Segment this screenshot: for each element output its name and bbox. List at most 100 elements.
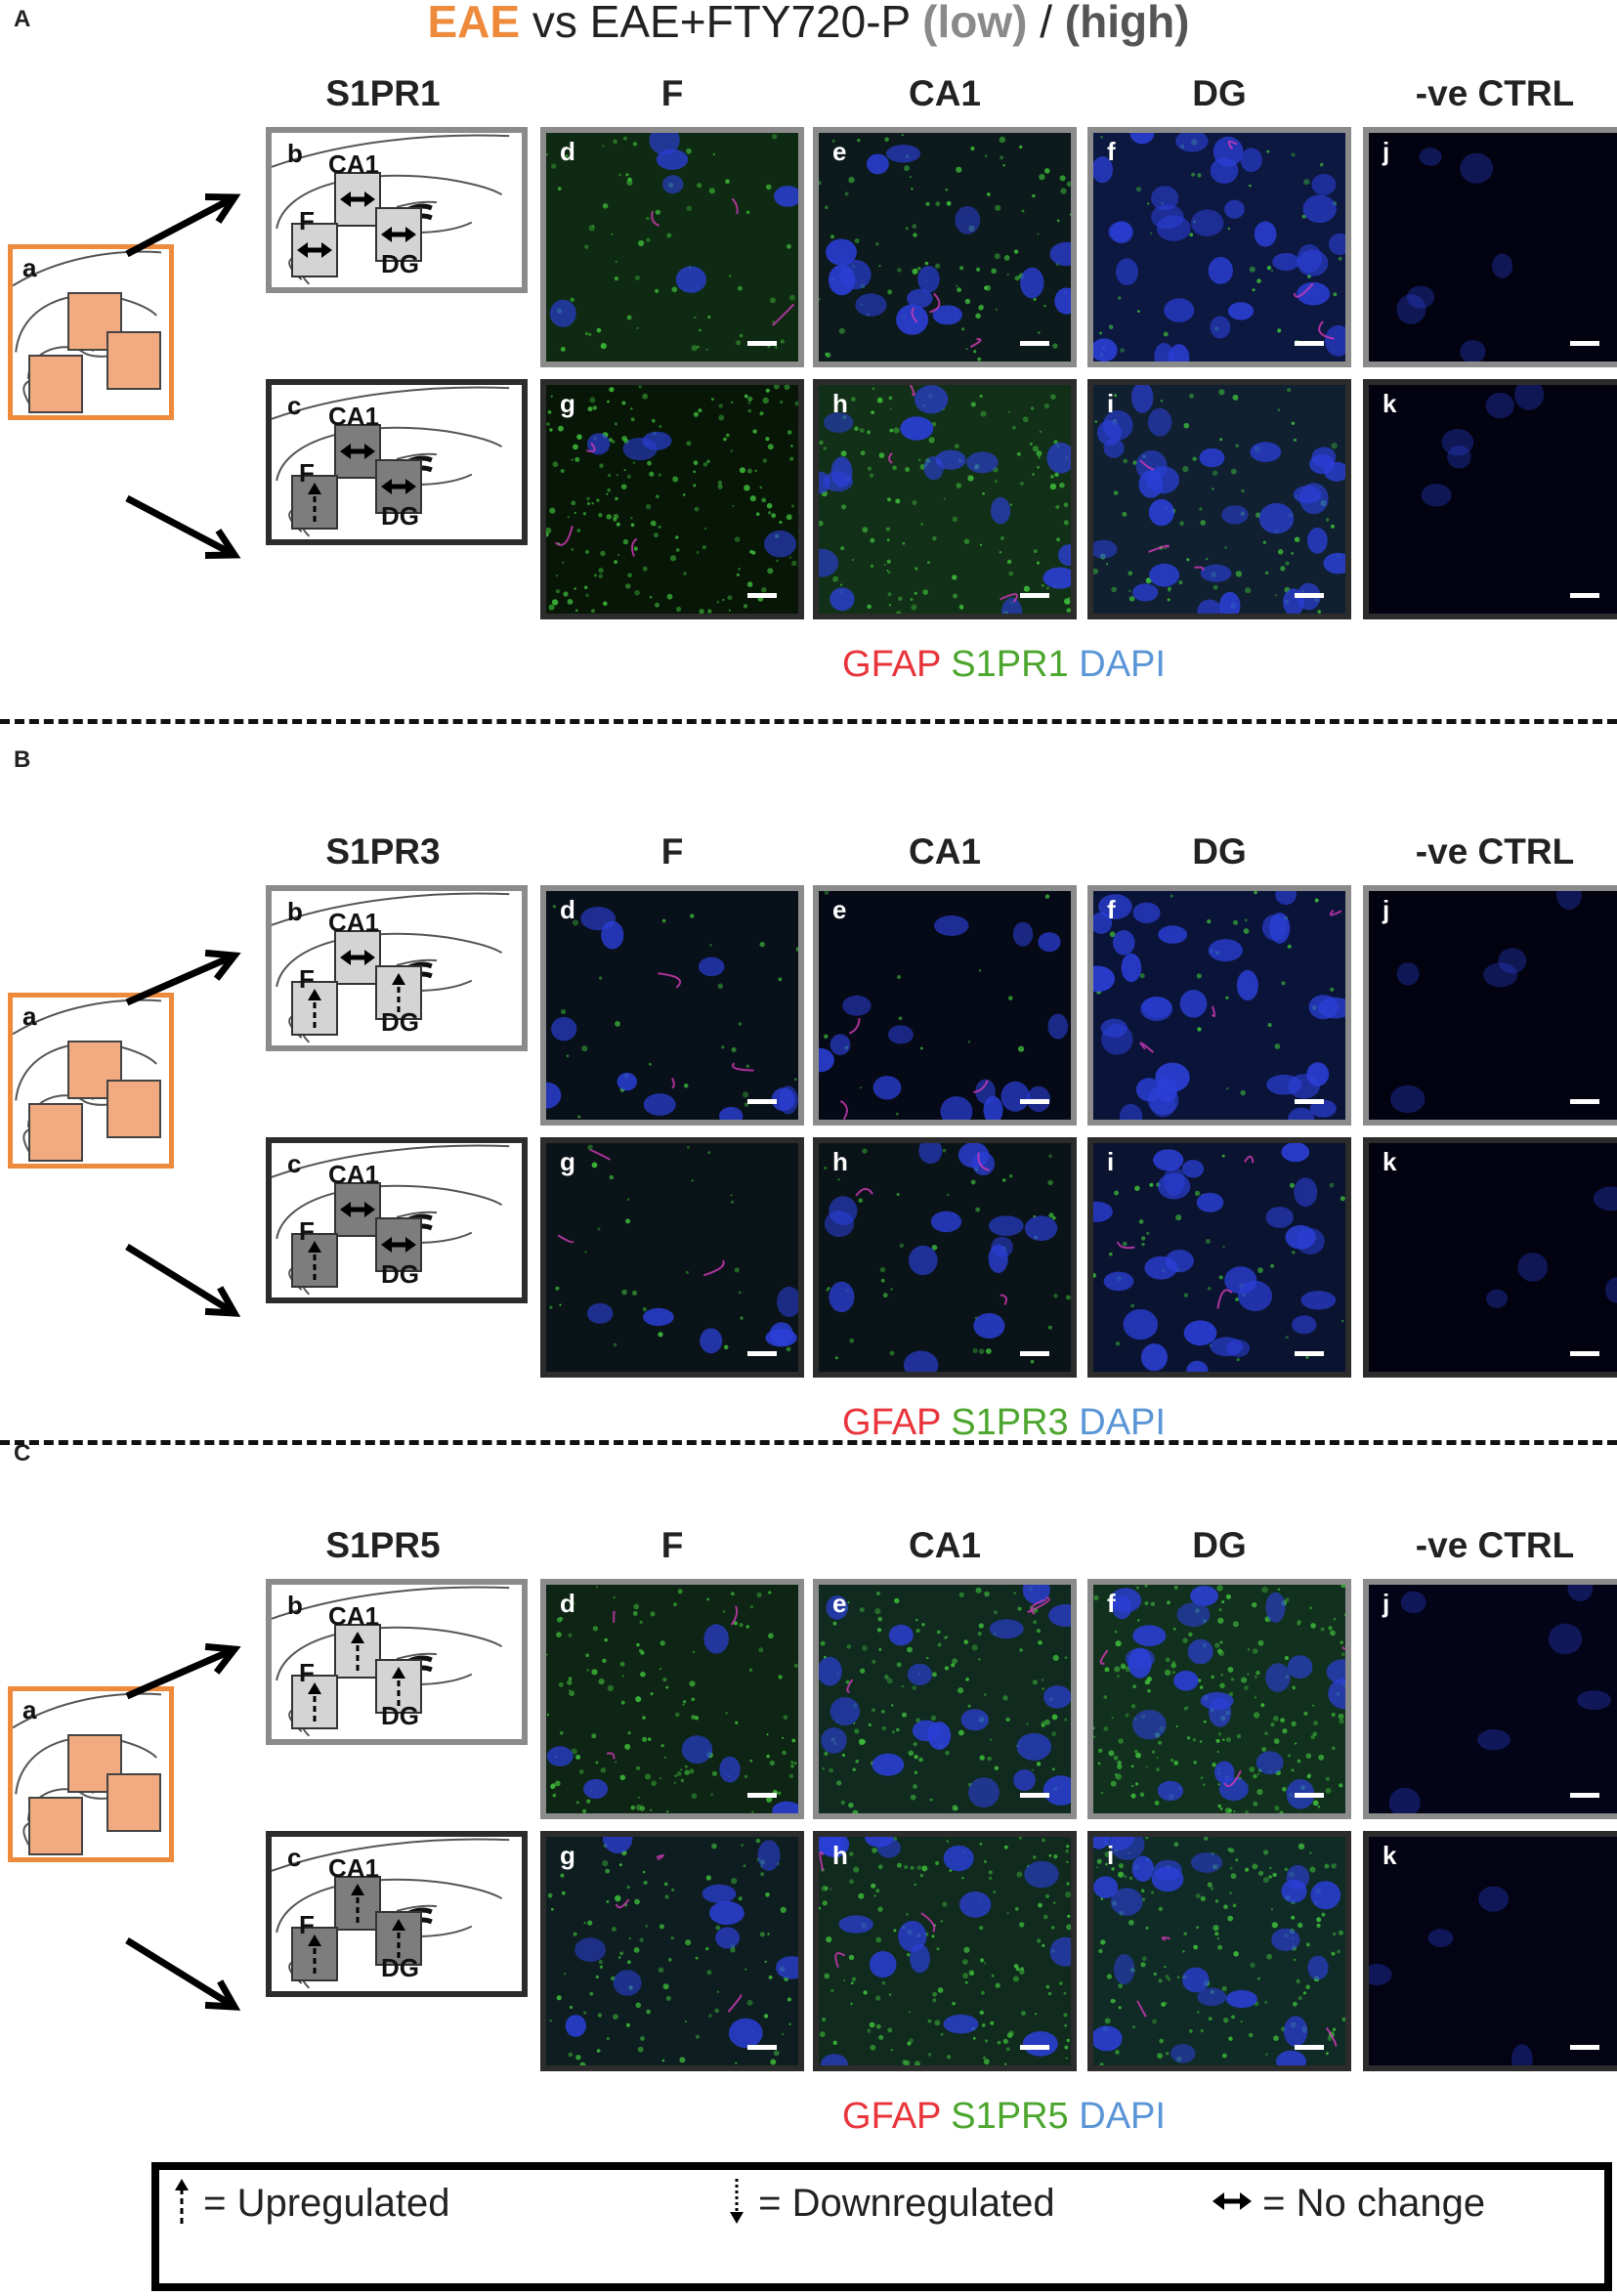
micrograph-g: g (540, 1137, 804, 1378)
receptor-heading: S1PR5 (325, 1525, 441, 1565)
scale-bar (1295, 2045, 1324, 2050)
region-box-ca1 (334, 930, 381, 985)
overview-hippocampus: a (8, 993, 174, 1169)
micrograph-k: k (1363, 1137, 1617, 1378)
title-low: (low) (922, 0, 1028, 47)
up-arrow-icon (175, 2179, 189, 2225)
region-box-dg (375, 1217, 422, 1272)
micrograph-texture (1396, 148, 1513, 361)
micrograph-f: f (1087, 885, 1351, 1126)
micrograph-texture (1390, 891, 1582, 1114)
region-label-dg: DG (381, 1701, 419, 1730)
subpanel-label: e (832, 895, 847, 924)
scale-bar (747, 341, 777, 346)
scale-bar (1295, 1793, 1324, 1798)
up-arrow-icon (392, 973, 405, 1012)
region-box-dg (375, 207, 422, 262)
scale-bar (1570, 593, 1599, 598)
micrograph-d: d (540, 1579, 804, 1819)
micrograph-f: f (1087, 1579, 1351, 1819)
overview-region-box-3 (28, 1103, 83, 1162)
overview-region-box-2 (106, 1773, 161, 1832)
legend-upregulated: = Upregulated (171, 2179, 450, 2230)
subpanel-label: j (1383, 895, 1390, 924)
region-label-f: F (299, 1216, 315, 1246)
region-box-dg (375, 459, 422, 514)
micrograph-g: g (540, 1831, 804, 2071)
subpanel-label: f (1107, 1589, 1116, 1618)
micrograph-d: d (540, 885, 804, 1126)
scale-bar (1020, 1099, 1049, 1104)
stain-receptor: S1PR5 (951, 2096, 1069, 2137)
stain-legend: GFAP S1PR1 DAPI (391, 643, 1617, 686)
micrograph-texture (1093, 133, 1345, 361)
stain-receptor: S1PR3 (951, 1402, 1069, 1443)
region-box-dg (375, 1911, 422, 1966)
micrograph-i: i (1087, 1137, 1351, 1378)
region-box-f (291, 1927, 338, 1981)
micrograph-texture (546, 1586, 798, 1813)
legend-box: = Upregulated = Downregulated = No chang… (151, 2162, 1612, 2291)
receptor-heading: S1PR1 (325, 73, 441, 113)
region-label-f: F (299, 206, 315, 235)
double-arrow-icon (1213, 2192, 1252, 2211)
micrograph-i: i (1087, 379, 1351, 619)
region-box-dg (375, 1659, 422, 1714)
micrograph-e: e (813, 885, 1077, 1126)
micrograph-j: j (1363, 1579, 1617, 1819)
region-box-f (291, 981, 338, 1036)
stain-dapi: DAPI (1079, 2096, 1166, 2137)
subpanel-label: h (832, 389, 848, 418)
scale-bar (1570, 341, 1599, 346)
scale-bar (1570, 1351, 1599, 1356)
column-heading-2: DG (1192, 1525, 1247, 1565)
overview-region-box-3 (28, 1797, 83, 1855)
subpanel-label: c (287, 1843, 302, 1872)
subpanel-label: j (1383, 1589, 1390, 1618)
subpanel-label: e (832, 1589, 847, 1618)
subpanel-label: i (1107, 1147, 1115, 1176)
micrograph-texture (549, 1144, 798, 1354)
stain-gfap: GFAP (842, 644, 941, 685)
subpanel-label: b (287, 1591, 303, 1620)
column-heading-1: CA1 (908, 1525, 982, 1565)
subpanel-label: c (287, 391, 302, 420)
column-heading-3: -ve CTRL (1415, 1525, 1575, 1565)
overview-region-box-2 (106, 1080, 161, 1138)
scale-bar (747, 1099, 777, 1104)
region-label-f: F (299, 964, 315, 994)
double-arrow-icon (340, 950, 375, 965)
subpanel-label: b (287, 139, 303, 168)
column-heading-3: -ve CTRL (1415, 831, 1575, 872)
micrograph-texture (1093, 1143, 1345, 1372)
title-high: (high) (1064, 0, 1190, 47)
subpanel-label: a (22, 253, 37, 282)
subpanel-label: e (832, 137, 847, 166)
micrograph-texture (819, 891, 1069, 1120)
scale-bar (1020, 593, 1049, 598)
micrograph-d: d (540, 127, 804, 367)
arrow-to-high-icon (125, 494, 241, 559)
panel-letter: A (14, 6, 31, 32)
arrow-to-low-icon (125, 193, 241, 258)
column-heading-0: F (660, 1525, 684, 1565)
micrograph-texture (546, 905, 798, 1120)
region-label-dg: DG (381, 249, 419, 278)
title-vs: vs EAE+FTY720-P (520, 0, 923, 47)
subpanel-label: g (560, 1841, 575, 1870)
scale-bar (1020, 1351, 1049, 1356)
region-label-ca1: CA1 (328, 908, 380, 937)
region-label-dg: DG (381, 1007, 419, 1037)
region-label-ca1: CA1 (328, 1853, 380, 1883)
micrograph-texture (819, 134, 1071, 361)
up-arrow-icon (308, 1935, 321, 1974)
micrograph-texture (1486, 1186, 1617, 1308)
region-label-ca1: CA1 (328, 1601, 380, 1631)
up-arrow-icon (351, 1884, 364, 1923)
micrograph-texture (1421, 385, 1545, 507)
